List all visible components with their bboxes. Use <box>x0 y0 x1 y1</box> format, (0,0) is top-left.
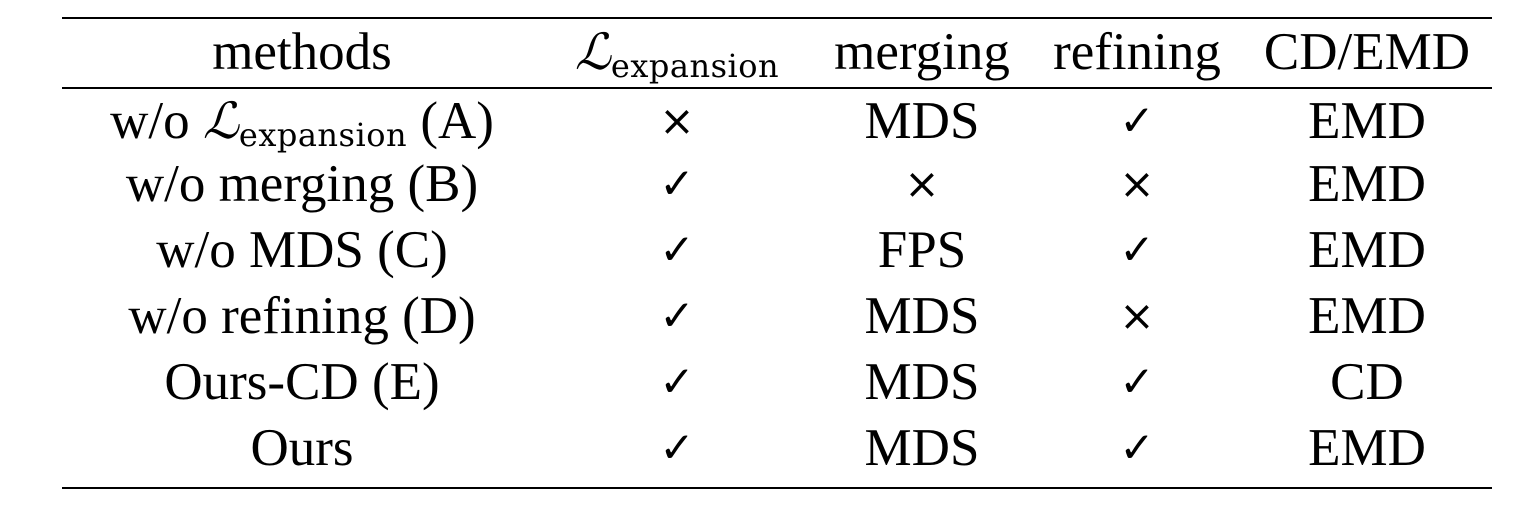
distance-cell: EMD <box>1308 154 1426 213</box>
merging-cell: MDS <box>864 91 980 150</box>
loss-symbol: ℒ <box>574 23 611 81</box>
table-row: w/o MDS (C) ✓ FPS ✓ EMD <box>62 217 1492 283</box>
method-loss-subscript: expansion <box>238 115 408 154</box>
loss-cell: × <box>659 96 695 145</box>
method-cell: w/o ℒexpansion (A) <box>62 85 542 151</box>
header-distance: CD/EMD <box>1263 23 1471 81</box>
method-cell: Ours <box>250 418 354 477</box>
merging-cell: MDS <box>864 352 980 411</box>
distance-cell: EMD <box>1308 220 1426 279</box>
method-cell: w/o refining (D) <box>128 286 476 345</box>
method-prefix: w/o <box>110 91 203 150</box>
merging-cell: MDS <box>864 418 980 477</box>
refining-cell: ✓ <box>1119 423 1155 472</box>
refining-cell: × <box>1119 291 1155 340</box>
merging-cell: MDS <box>864 286 980 345</box>
ablation-table: methods ℒexpansion merging refining CD/E… <box>62 17 1492 481</box>
refining-cell: ✓ <box>1119 96 1155 145</box>
table-row: Ours-CD (E) ✓ MDS ✓ CD <box>62 349 1492 415</box>
header-loss-expansion: ℒexpansion <box>542 17 812 85</box>
distance-cell: EMD <box>1308 418 1426 477</box>
loss-cell: ✓ <box>659 225 695 274</box>
header-merging: merging <box>834 23 1010 81</box>
loss-cell: ✓ <box>659 423 695 472</box>
loss-subscript: expansion <box>610 47 780 85</box>
method-cell: Ours-CD (E) <box>164 352 440 411</box>
method-suffix: (A) <box>407 91 494 150</box>
header-methods: methods <box>212 23 392 81</box>
merging-cell: FPS <box>877 220 967 279</box>
merging-cell: × <box>904 159 940 208</box>
bottom-rule <box>62 487 1492 489</box>
loss-cell: ✓ <box>659 291 695 340</box>
top-rule <box>62 17 1492 19</box>
table-row: Ours ✓ MDS ✓ EMD <box>62 415 1492 481</box>
header-row: methods ℒexpansion merging refining CD/E… <box>62 17 1492 85</box>
table-row: w/o refining (D) ✓ MDS × EMD <box>62 283 1492 349</box>
distance-cell: CD <box>1330 352 1404 411</box>
distance-cell: EMD <box>1308 286 1426 345</box>
header-refining: refining <box>1053 23 1221 81</box>
header-rule <box>62 87 1492 89</box>
method-cell: w/o MDS (C) <box>156 220 448 279</box>
table-row: w/o ℒexpansion (A) × MDS ✓ EMD <box>62 85 1492 151</box>
table-row: w/o merging (B) ✓ × × EMD <box>62 151 1492 217</box>
refining-cell: × <box>1119 159 1155 208</box>
method-loss-symbol: ℒ <box>202 91 239 150</box>
loss-cell: ✓ <box>659 159 695 208</box>
refining-cell: ✓ <box>1119 225 1155 274</box>
loss-cell: ✓ <box>659 357 695 406</box>
method-cell: w/o merging (B) <box>125 154 479 213</box>
refining-cell: ✓ <box>1119 357 1155 406</box>
distance-cell: EMD <box>1308 91 1426 150</box>
